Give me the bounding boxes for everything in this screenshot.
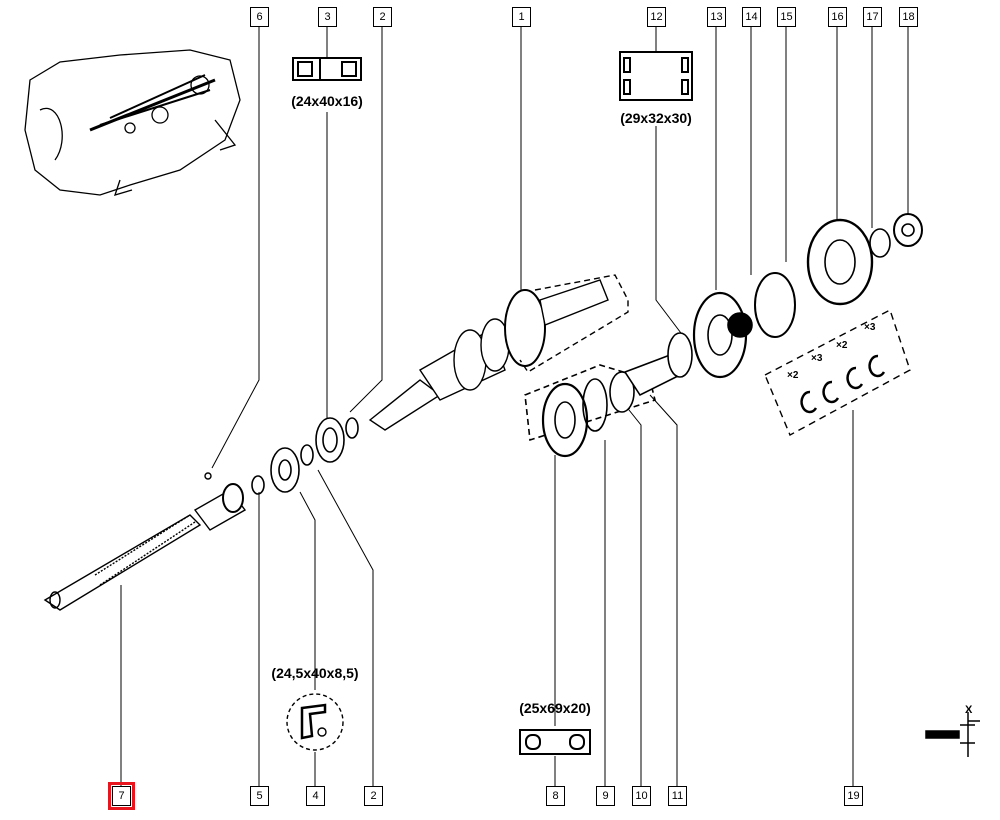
leader-lines bbox=[120, 26, 909, 786]
tolerance-symbol-icon bbox=[925, 712, 980, 757]
tolerance-label: X bbox=[965, 704, 973, 716]
dimension-label-part-4: (24,5x40x8,5) bbox=[271, 665, 359, 681]
callout-2[interactable]: 2 bbox=[373, 7, 392, 27]
callout-8[interactable]: 8 bbox=[546, 786, 565, 806]
callout-9[interactable]: 9 bbox=[596, 786, 615, 806]
primary-shaft-part-1 bbox=[368, 274, 629, 431]
callout-19[interactable]: 19 bbox=[844, 786, 863, 806]
bearing-icon-part-8 bbox=[519, 729, 591, 755]
right-bearing-group bbox=[524, 213, 923, 458]
seal-icon-part-4 bbox=[286, 693, 344, 751]
output-shaft-part-7 bbox=[43, 472, 247, 611]
callout-10[interactable]: 10 bbox=[632, 786, 651, 806]
callout-13[interactable]: 13 bbox=[707, 7, 726, 27]
callout-5[interactable]: 5 bbox=[250, 786, 269, 806]
multiplier-label: ×3 bbox=[811, 353, 823, 364]
callout-17[interactable]: 17 bbox=[863, 7, 882, 27]
callout-6[interactable]: 6 bbox=[250, 7, 269, 27]
callout-12[interactable]: 12 bbox=[647, 7, 666, 27]
callout-18[interactable]: 18 bbox=[899, 7, 918, 27]
gearbox-thumbnail-illustration bbox=[24, 49, 241, 196]
callout-14[interactable]: 14 bbox=[742, 7, 761, 27]
dimension-label-part-12: (29x32x30) bbox=[620, 110, 692, 126]
callout-15[interactable]: 15 bbox=[777, 7, 796, 27]
callout-1[interactable]: 1 bbox=[512, 7, 531, 27]
callout-7[interactable]: 7 bbox=[108, 782, 135, 810]
multiplier-label: ×2 bbox=[787, 370, 799, 381]
dimension-label-part-3: (24x40x16) bbox=[291, 93, 363, 109]
left-bearing-group bbox=[251, 417, 359, 495]
dimension-label-part-8: (25x69x20) bbox=[519, 700, 591, 716]
needle-bearing-icon-part-12 bbox=[619, 51, 693, 101]
bearing-icon-part-3 bbox=[292, 57, 362, 81]
callout-4[interactable]: 4 bbox=[306, 786, 325, 806]
callout-11[interactable]: 11 bbox=[668, 786, 687, 806]
callout-3[interactable]: 3 bbox=[318, 7, 337, 27]
callout-2[interactable]: 2 bbox=[364, 786, 383, 806]
multiplier-label: ×3 bbox=[864, 322, 876, 333]
circlip-set-part-19 bbox=[764, 309, 911, 436]
multiplier-label: ×2 bbox=[836, 340, 848, 351]
callout-16[interactable]: 16 bbox=[828, 7, 847, 27]
